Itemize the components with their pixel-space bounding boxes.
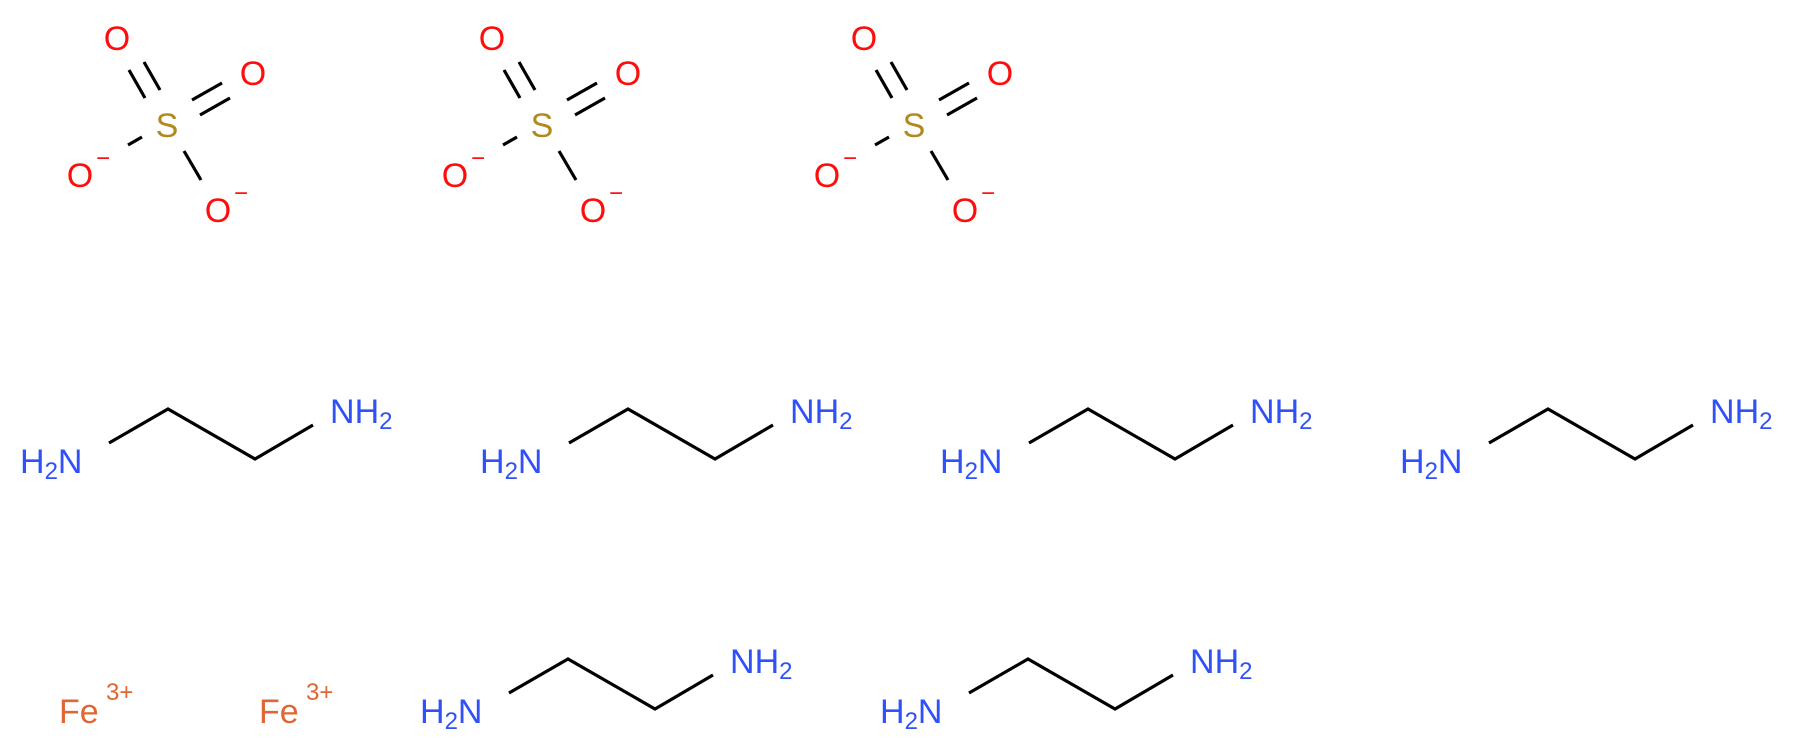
sulfur-atom: S (156, 107, 179, 145)
ethylenediamine-4: H2N NH2 (1400, 393, 1772, 485)
charge-label: 3+ (106, 679, 133, 706)
iron-ion-2: Fe 3+ (259, 679, 333, 731)
oxygen-atom: O (104, 20, 130, 58)
iron-symbol: Fe (259, 693, 299, 731)
oxygen-atom: O (987, 55, 1013, 93)
sulfate-ion-3: S O O O − O − (814, 20, 1013, 230)
sulfur-atom: S (903, 107, 926, 145)
ethylenediamine-2: H2N NH2 (480, 393, 852, 485)
sulfur-atom: S (531, 107, 554, 145)
ethylenediamine-1: H2N NH2 (20, 393, 392, 485)
oxygen-atom: O (851, 20, 877, 58)
oxygen-anion: O (442, 157, 468, 195)
oxygen-anion: O (67, 157, 93, 195)
oxygen-anion: O (580, 192, 606, 230)
negative-charge: − (843, 145, 857, 172)
oxygen-atom: O (615, 55, 641, 93)
oxygen-anion: O (952, 192, 978, 230)
amine-group-left: H2N (940, 443, 1002, 485)
iron-ion-1: Fe 3+ (59, 679, 133, 731)
negative-charge: − (981, 180, 995, 207)
charge-label: 3+ (306, 679, 333, 706)
oxygen-atom: O (479, 20, 505, 58)
ethylenediamine-5: H2N NH2 (420, 643, 792, 735)
amine-group-left: H2N (20, 443, 82, 485)
amine-group-left: H2N (1400, 443, 1462, 485)
sulfate-ion-2: S O O O − O − (442, 20, 641, 230)
ethylenediamine-6: H2N NH2 (880, 643, 1252, 735)
oxygen-anion: O (205, 192, 231, 230)
amine-group-right: NH2 (330, 393, 392, 435)
ethylenediamine-3: H2N NH2 (940, 393, 1312, 485)
amine-group-left: H2N (880, 693, 942, 735)
iron-symbol: Fe (59, 693, 99, 731)
negative-charge: − (96, 145, 110, 172)
amine-group-right: NH2 (790, 393, 852, 435)
amine-group-right: NH2 (1190, 643, 1252, 685)
amine-group-right: NH2 (1710, 393, 1772, 435)
amine-group-right: NH2 (1250, 393, 1312, 435)
negative-charge: − (609, 180, 623, 207)
amine-group-left: H2N (420, 693, 482, 735)
oxygen-atom: O (240, 55, 266, 93)
negative-charge: − (471, 145, 485, 172)
negative-charge: − (234, 180, 248, 207)
amine-group-right: NH2 (730, 643, 792, 685)
oxygen-anion: O (814, 157, 840, 195)
sulfate-ion-1: S O O O − O − (67, 20, 266, 230)
amine-group-left: H2N (480, 443, 542, 485)
